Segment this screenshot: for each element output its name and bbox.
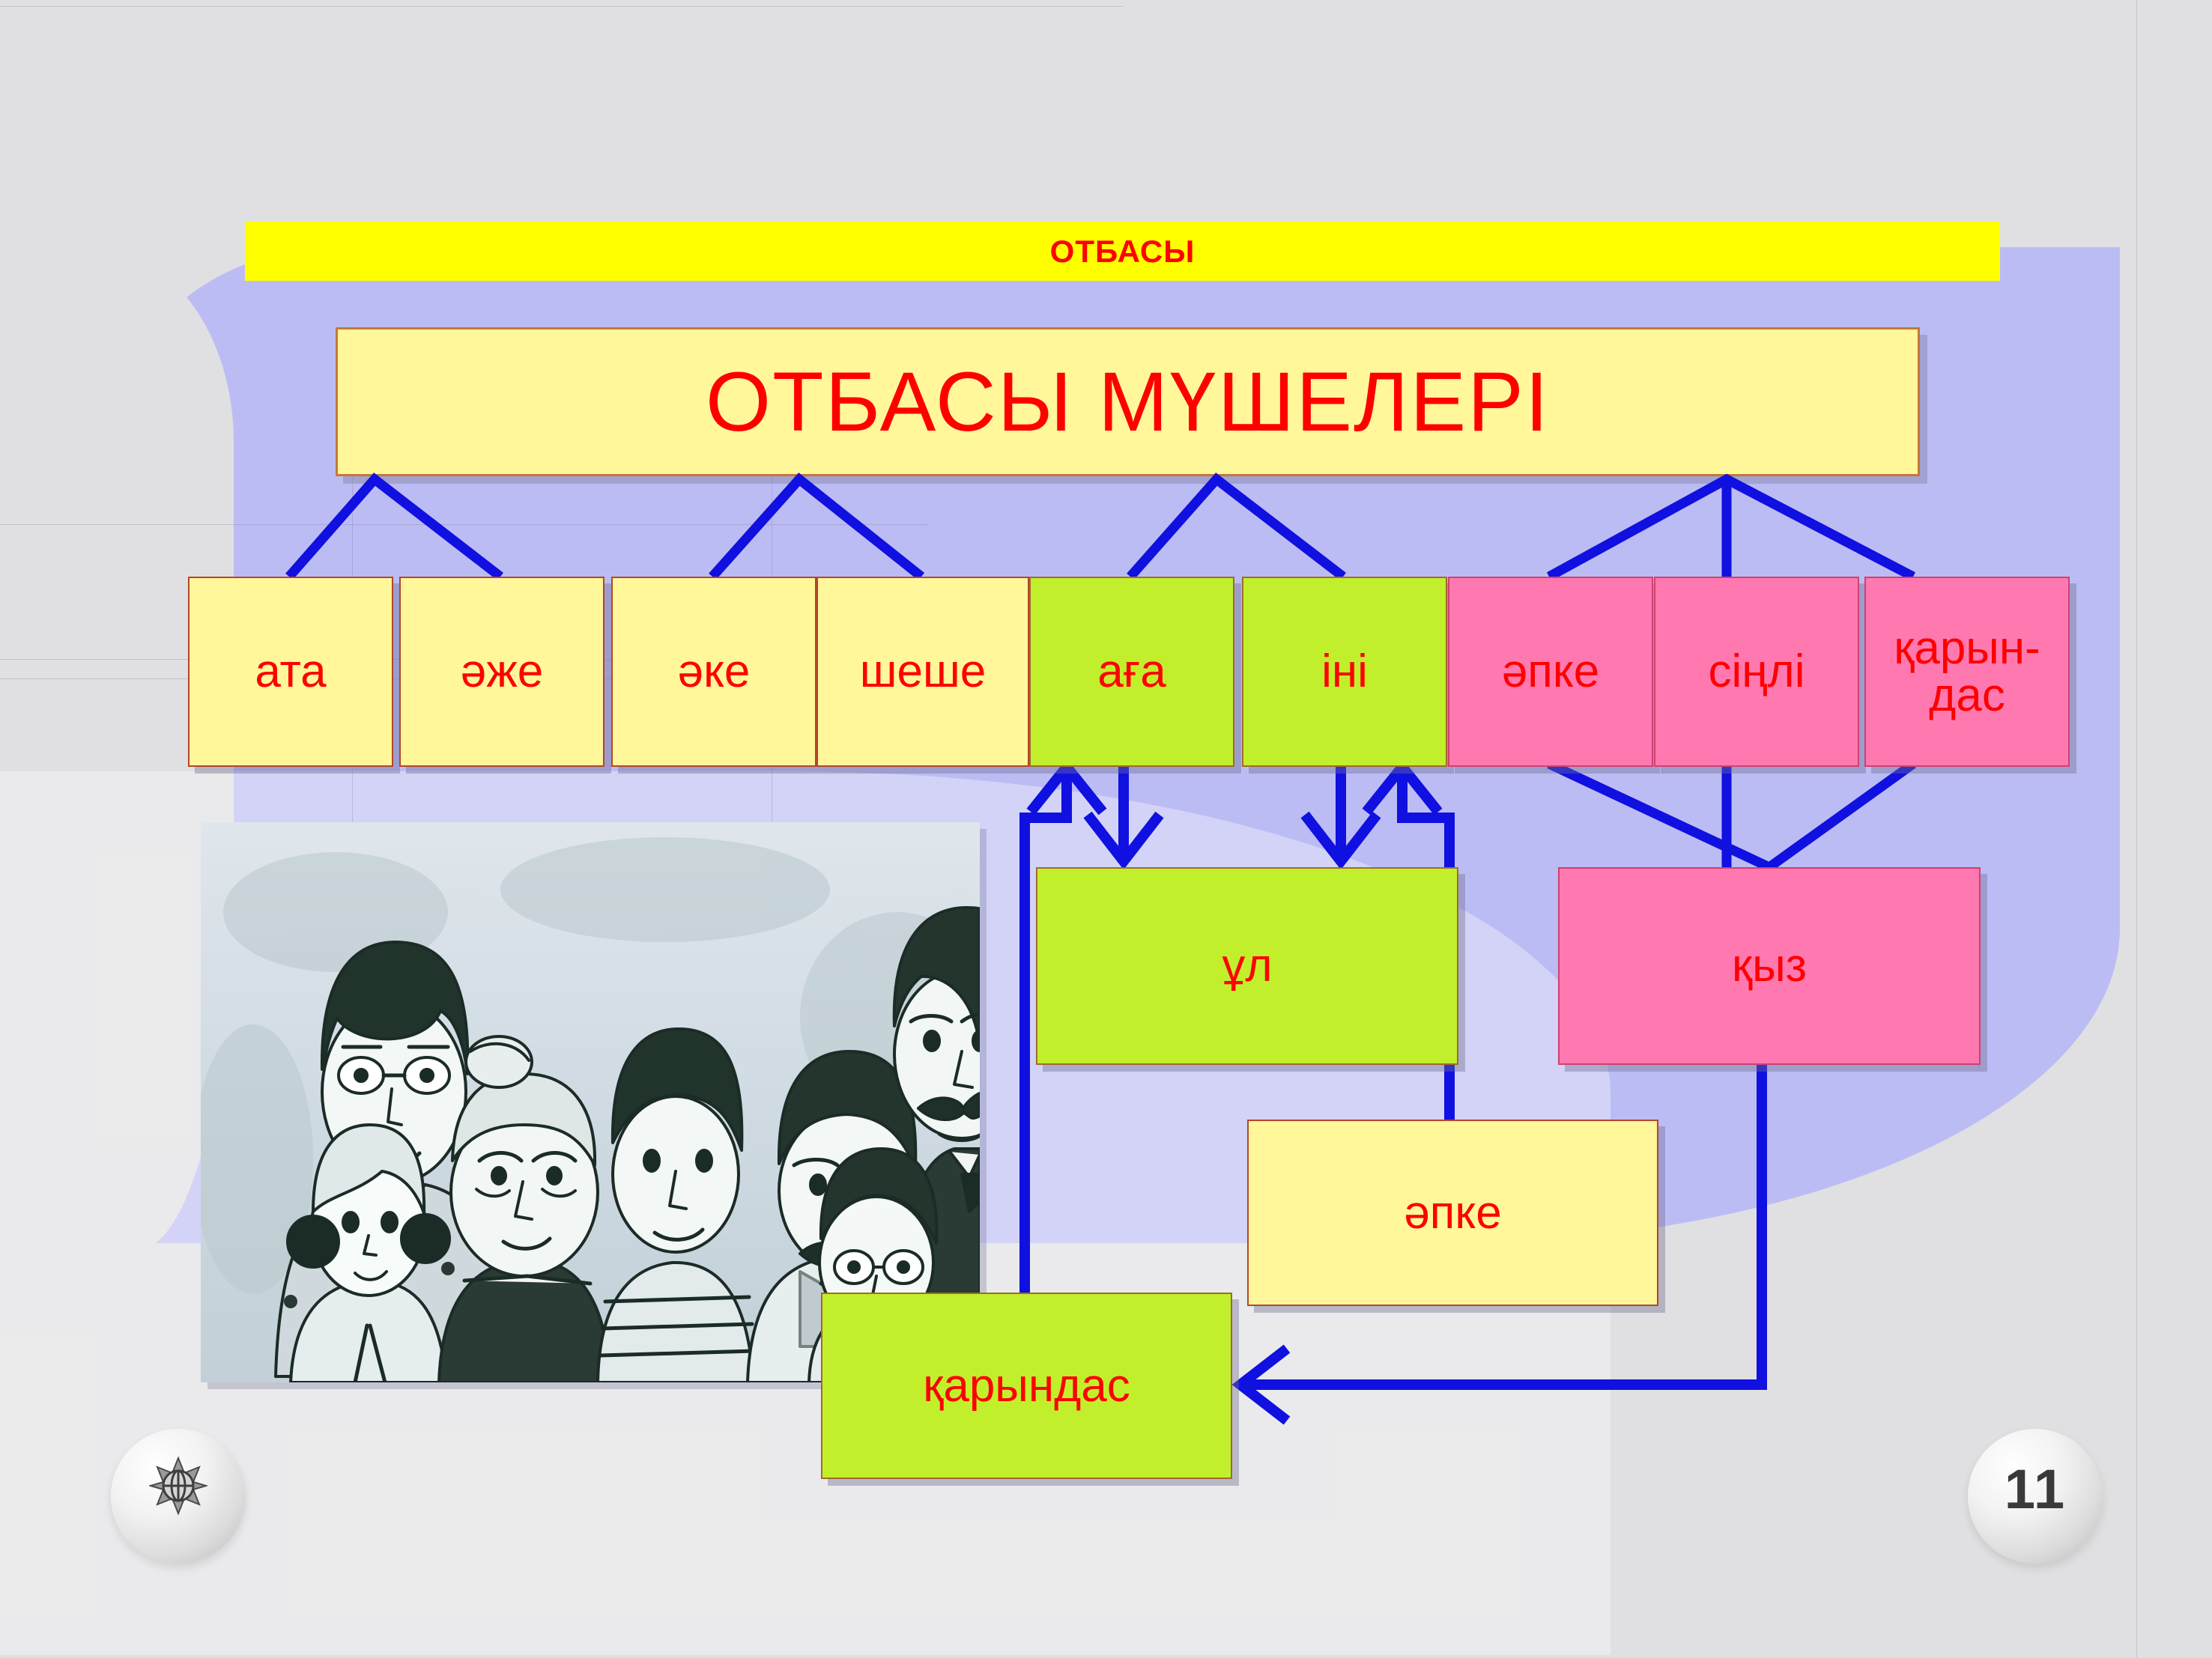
node-sinli-label: сіңлі: [1708, 646, 1805, 698]
node-aga-label: аға: [1097, 646, 1166, 698]
node-sheshe-label: шеше: [859, 646, 987, 698]
family-illustration-art: [201, 822, 980, 1382]
node-karyndas-top-label: қарын- дас: [1894, 622, 2040, 721]
background-top-rule: [0, 6, 1124, 7]
node-apke-lower-label: әпке: [1404, 1186, 1502, 1239]
node-ini[interactable]: іні: [1242, 577, 1447, 767]
node-kyz-label: қыз: [1731, 940, 1808, 992]
node-sheshe[interactable]: шеше: [816, 577, 1029, 767]
background-right-rule: [2136, 0, 2137, 1658]
node-apke-top[interactable]: әпке: [1448, 577, 1653, 767]
node-azhe-label: әже: [460, 646, 544, 698]
node-karyndas-lower[interactable]: қарындас: [821, 1293, 1232, 1479]
node-ul[interactable]: ұл: [1036, 867, 1458, 1065]
node-ake-label: әке: [677, 646, 751, 698]
page-title: ОТБАСЫ МҮШЕЛЕРІ: [336, 327, 1920, 476]
family-illustration: [201, 822, 980, 1382]
node-ake[interactable]: әке: [611, 577, 816, 767]
node-karyndas-lower-label: қарындас: [923, 1359, 1130, 1412]
page-number: 11: [2004, 1457, 2067, 1520]
node-ata[interactable]: ата: [188, 577, 393, 767]
page-title-text: ОТБАСЫ МҮШЕЛЕРІ: [706, 355, 1550, 449]
node-kyz[interactable]: қыз: [1558, 867, 1981, 1065]
node-aga[interactable]: аға: [1029, 577, 1234, 767]
decor-badge: [111, 1429, 246, 1564]
node-karyndas-top[interactable]: қарын- дас: [1864, 577, 2070, 767]
node-karyndas-top-line1: қарын-: [1894, 622, 2040, 674]
node-ul-label: ұл: [1222, 940, 1273, 992]
banner-label: ОТБАСЫ: [1049, 233, 1196, 269]
node-ata-label: ата: [255, 646, 327, 698]
globe-icon: [148, 1455, 209, 1519]
node-karyndas-top-line2: дас: [1929, 669, 2005, 721]
background-hairline-3: [0, 524, 929, 525]
node-apke-top-label: әпке: [1501, 646, 1600, 698]
slide-banner: ОТБАСЫ: [245, 222, 2000, 281]
page-number-badge: 11: [1968, 1429, 2103, 1564]
node-apke-lower[interactable]: әпке: [1247, 1120, 1658, 1306]
node-sinli[interactable]: сіңлі: [1654, 577, 1859, 767]
node-azhe[interactable]: әже: [399, 577, 604, 767]
node-ini-label: іні: [1321, 646, 1368, 698]
